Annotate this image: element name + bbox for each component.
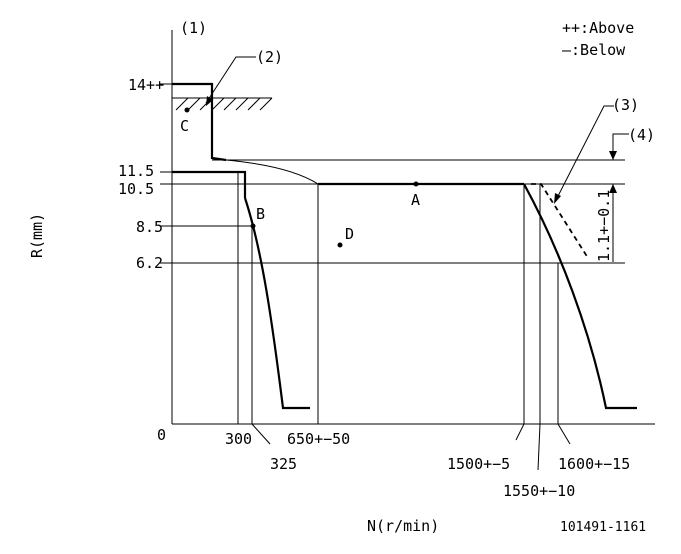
droop-curve-low (243, 197, 310, 410)
x-tick-1550-leader (537, 423, 541, 471)
y-tick-11-5: 11.5 (118, 162, 154, 180)
x-tick-1550: 1550+−10 (503, 482, 575, 500)
callout-2: (2) (256, 48, 283, 66)
x-tick-1600-leader (557, 423, 571, 445)
y-tick-10-5: 10.5 (118, 180, 154, 198)
transition-curve (225, 159, 319, 185)
callout-3: (3) (612, 96, 639, 114)
y-axis-label: R(mm) (28, 213, 46, 258)
x-tick-650: 650+−50 (287, 430, 350, 448)
x-tick-1600: 1600+−15 (558, 455, 630, 473)
origin-label: 0 (157, 426, 166, 444)
point-c-marker (184, 107, 190, 113)
point-c-label: C (180, 117, 189, 135)
point-d-marker (337, 242, 343, 248)
tolerance-label: 1.1+−0.1 (595, 190, 613, 262)
point-b-marker (250, 223, 256, 229)
governor-curve (172, 170, 247, 198)
callout-4-leader (612, 133, 629, 160)
x-tick-325-leader (251, 423, 271, 445)
dim-arrow-top (609, 151, 617, 160)
point-b-label: B (256, 205, 265, 223)
callout-1: (1) (180, 19, 207, 37)
stop-hatching (175, 97, 273, 111)
callout-2-leader (205, 56, 256, 104)
drawing-number: 101491-1161 (560, 520, 646, 535)
point-d-label: D (345, 225, 354, 243)
legend-above: ++:Above (562, 19, 634, 37)
point-a-marker (413, 181, 419, 187)
x-tick-325: 325 (270, 455, 297, 473)
x-tick-1500: 1500+−5 (447, 455, 510, 473)
dashed-curve (531, 183, 589, 259)
callout-4: (4) (628, 126, 655, 144)
dim-arrow-bottom (609, 184, 617, 193)
point-a-label: A (411, 191, 420, 209)
callout-3-arrowhead (554, 193, 561, 204)
y-tick-14: 14++ (128, 76, 164, 94)
callout-3-leader (555, 105, 614, 201)
y-tick-8-5: 8.5 (136, 218, 163, 236)
x-tick-1500-leader (515, 423, 525, 441)
callout-2-arrowhead (206, 96, 213, 106)
legend-below: —:Below (562, 41, 626, 59)
x-axis-label: N(r/min) (367, 517, 439, 535)
x-tick-300: 300 (225, 430, 252, 448)
droop-curve-high (523, 183, 637, 410)
y-tick-6-2: 6.2 (136, 254, 163, 272)
start-curve (172, 82, 227, 162)
